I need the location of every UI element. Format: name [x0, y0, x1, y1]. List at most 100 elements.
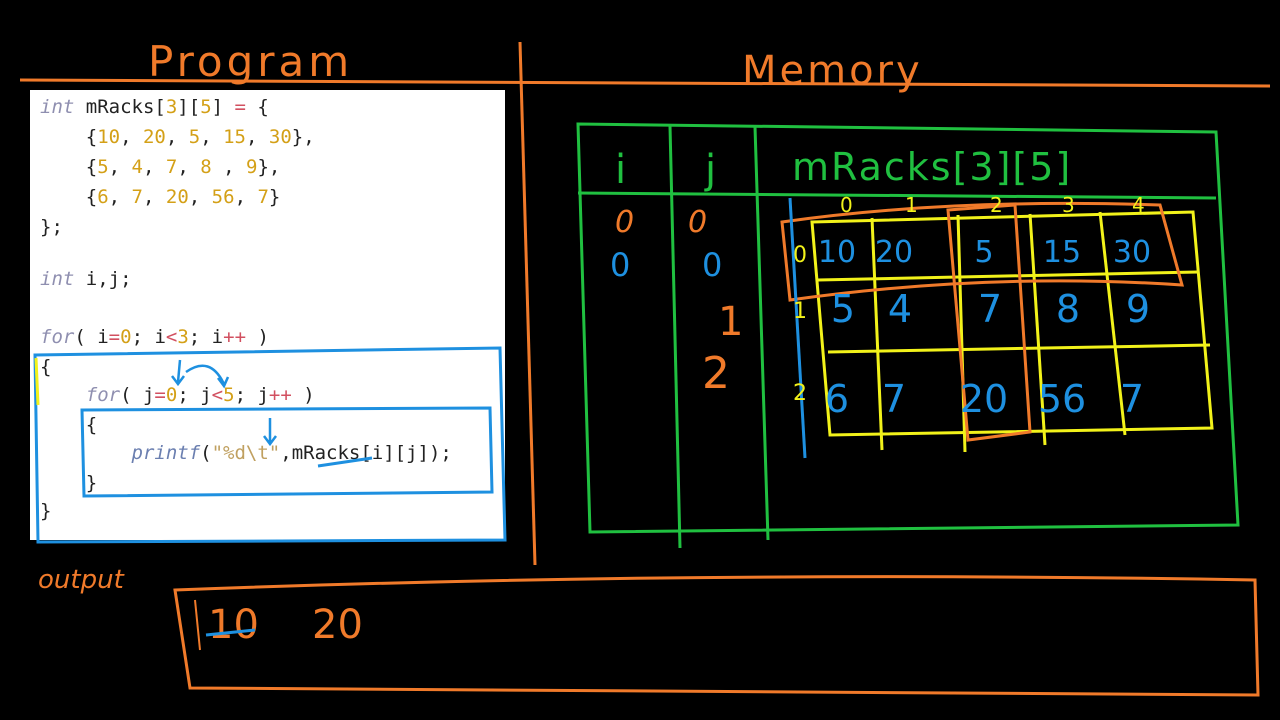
row-indices: 012: [793, 243, 807, 406]
code-token: i,j;: [74, 268, 132, 290]
code-line: {: [40, 352, 51, 382]
code-line: {10, 20, 5, 15, 30},: [40, 122, 315, 152]
code-token: 5: [97, 156, 109, 178]
code-token: ,: [200, 126, 224, 148]
column-index-label: 2: [990, 193, 1003, 217]
code-token: 7: [131, 186, 143, 208]
array-cell: 10: [818, 235, 856, 270]
code-line: }: [40, 496, 51, 526]
code-token: ,: [143, 156, 166, 178]
code-token: };: [40, 216, 63, 238]
j-value-old: 0: [688, 205, 707, 240]
code-token: 56: [211, 186, 235, 208]
row-index-axis: [788, 197, 807, 459]
code-token: ,: [108, 156, 132, 178]
j-header: j: [704, 147, 716, 193]
code-token: ,: [177, 156, 201, 178]
code-token: {: [40, 126, 98, 148]
j-cond-arrow: [185, 364, 230, 389]
code-token: mRacks[: [74, 96, 166, 118]
code-token: printf: [131, 442, 201, 464]
array-cell: 6: [825, 377, 849, 421]
code-token: 8: [200, 156, 212, 178]
array-cell: 7: [978, 287, 1002, 331]
row-index-label: 1: [793, 299, 807, 324]
code-token: ( j: [120, 384, 155, 406]
code-token: ++: [223, 326, 247, 348]
code-token: 30: [268, 126, 292, 148]
vertical-divider-line: [518, 41, 537, 566]
code-editor-panel: int mRacks[3][5] = { {10, 20, 5, 15, 30}…: [30, 90, 505, 540]
j-value-2: 2: [702, 348, 730, 399]
array-cell: 7: [882, 377, 906, 421]
code-line: {: [40, 410, 97, 440]
code-token: 5: [188, 126, 201, 148]
array-cell: 20: [875, 235, 913, 270]
column-index-label: 3: [1062, 193, 1075, 217]
code-token: ]: [211, 96, 235, 118]
code-token: 5: [223, 384, 235, 406]
code-token: =: [108, 326, 121, 348]
code-token: 6: [97, 186, 109, 208]
i-value-current: 0: [610, 246, 630, 284]
i-value-old: 0: [615, 205, 634, 240]
array-grid: [810, 210, 1214, 453]
code-token: 20: [142, 126, 166, 148]
code-token: ,: [108, 186, 132, 208]
code-token: {: [40, 414, 98, 436]
array-cell: 30: [1113, 235, 1151, 270]
code-token: =: [234, 96, 246, 118]
program-heading: Program: [148, 37, 353, 86]
code-line: }: [40, 468, 97, 498]
code-token: {: [40, 186, 98, 208]
code-line: {6, 7, 20, 56, 7}: [40, 182, 281, 212]
code-token: 9: [246, 156, 258, 178]
code-token: {: [40, 156, 98, 178]
code-token: 3: [177, 326, 189, 348]
code-token: 7: [257, 186, 269, 208]
code-token: }: [40, 500, 52, 522]
code-token: "%d\t": [211, 442, 281, 464]
code-token: ; j: [234, 384, 269, 406]
code-token: },: [257, 156, 281, 178]
code-token: ,: [188, 186, 212, 208]
array-header: mRacks[3][5]: [792, 145, 1072, 189]
code-token: ,: [165, 126, 189, 148]
mracks-underline: [317, 456, 373, 468]
i-header: i: [615, 147, 626, 193]
code-token: ): [291, 384, 315, 406]
code-token: int: [40, 268, 75, 290]
code-line: int mRacks[3][5] = {: [40, 92, 269, 122]
output-value-0: 10: [208, 602, 259, 648]
code-token: ; j: [177, 384, 212, 406]
output-box: [173, 575, 1260, 697]
memory-heading: Memory: [742, 48, 923, 94]
array-cell: 5: [831, 287, 855, 331]
code-line: for( j=0; j<5; j++ ): [40, 380, 315, 410]
code-token: ++: [268, 384, 292, 406]
code-token: ; i: [131, 326, 166, 348]
code-token: },: [291, 126, 315, 148]
code-token: ,: [211, 156, 247, 178]
code-token: ,mRacks[i][j]);: [280, 442, 452, 464]
output-label: output: [38, 565, 125, 595]
code-token: 3: [165, 96, 178, 118]
code-token: }: [268, 186, 281, 208]
array-cell: 5: [974, 235, 993, 270]
row-index-label: 2: [793, 381, 807, 406]
column-2-highlight: [946, 203, 1032, 442]
array-cell: 4: [888, 287, 912, 331]
code-line: printf("%d\t",mRacks[i][j]);: [40, 438, 452, 468]
code-line: for( i=0; i<3; i++ ): [40, 322, 269, 352]
column-index-label: 1: [905, 193, 918, 217]
row-0-highlight: [780, 201, 1185, 302]
code-line: {5, 4, 7, 8 , 9},: [40, 152, 281, 182]
code-token: 15: [223, 126, 246, 148]
code-token: 7: [165, 156, 178, 178]
code-token: ,: [120, 126, 143, 148]
code-token: {: [40, 356, 52, 378]
code-token: 4: [131, 156, 143, 178]
